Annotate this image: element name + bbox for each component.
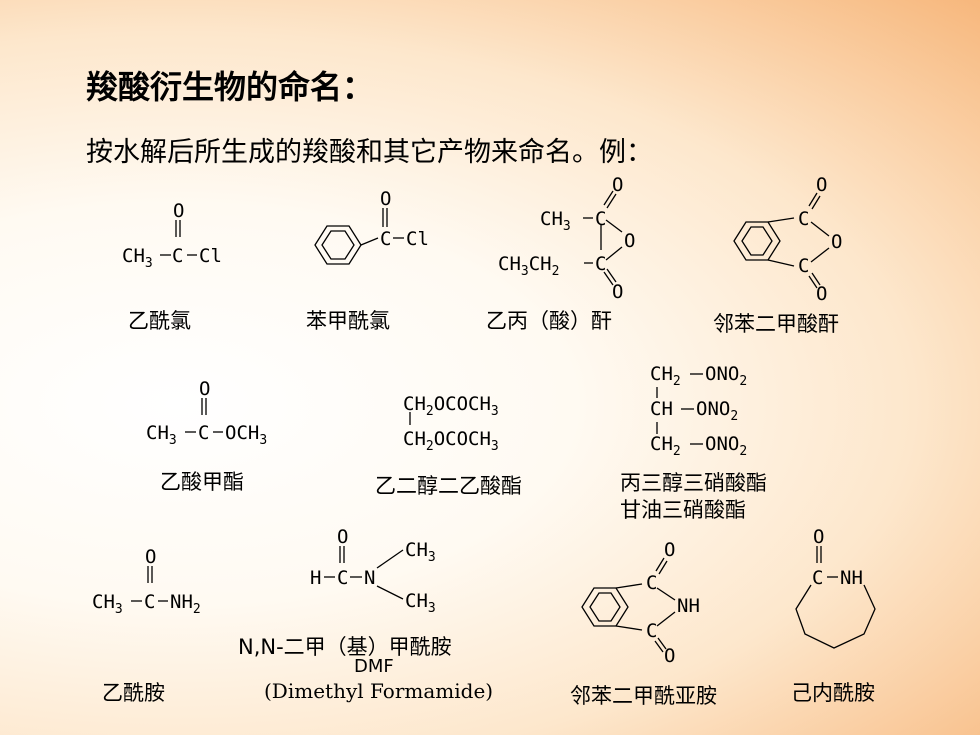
glycol-diacetate-bottom: CH2OCOCH3 bbox=[403, 428, 499, 454]
label-dmf-abbr: DMF bbox=[354, 656, 394, 677]
dmf-ch3-top: CH3 bbox=[405, 539, 436, 565]
anhydride-o-bridge: O bbox=[624, 230, 635, 252]
dmf-h: H bbox=[310, 567, 321, 589]
trinitrate-row-3: CH2 bbox=[650, 433, 681, 459]
phthalimide-o-top: O bbox=[664, 539, 675, 561]
trinitrate-row-2: CH bbox=[650, 398, 673, 420]
label-acetyl-chloride: 乙酰氯 bbox=[128, 309, 191, 333]
anhydride-c-top: C bbox=[595, 208, 606, 230]
caprolactam-c: C bbox=[812, 567, 823, 589]
dmf-o: O bbox=[337, 526, 348, 548]
label-nitroglycerin: 甘油三硝酸酯 bbox=[620, 498, 746, 522]
dmf-c: C bbox=[337, 567, 348, 589]
anhydride-ch3ch2: CH3CH2 bbox=[498, 253, 559, 279]
structure-bonds bbox=[131, 190, 876, 653]
anhydride-c-bottom: C bbox=[595, 253, 606, 275]
anhydride-ch3: CH3 bbox=[540, 208, 571, 234]
methyl-acetate-c: C bbox=[198, 422, 209, 444]
acetyl-chloride-ch3: CH3 bbox=[122, 245, 153, 271]
phthalic-anhydride-o-top: O bbox=[816, 174, 827, 196]
phthalic-anhydride-o-bottom: O bbox=[816, 283, 827, 305]
label-glycol-diacetate: 乙二醇二乙酸酯 bbox=[375, 474, 522, 498]
benzoyl-chloride-o: O bbox=[380, 188, 391, 210]
trinitrate-row-1: CH2 bbox=[650, 363, 681, 389]
label-caprolactam: 己内酰胺 bbox=[791, 681, 875, 705]
label-mixed-anhydride: 乙丙（酸）酐 bbox=[486, 309, 612, 333]
label-dmf-name: N,N-二甲（基）甲酰胺 bbox=[238, 635, 452, 659]
phthalic-anhydride-c-bottom: C bbox=[798, 255, 809, 277]
benzoyl-chloride-cl: Cl bbox=[406, 228, 429, 250]
acetyl-chloride-o: O bbox=[173, 200, 184, 222]
phthalimide-c-top: C bbox=[646, 572, 657, 594]
label-glycerol-trinitrate: 丙三醇三硝酸酯 bbox=[620, 471, 767, 495]
acetamide-o: O bbox=[145, 546, 156, 568]
acetamide-c: C bbox=[144, 591, 155, 613]
methyl-acetate-ch3: CH3 bbox=[146, 422, 177, 448]
acetyl-chloride-cl: Cl bbox=[199, 245, 222, 267]
trinitrate-ono2-1: ONO2 bbox=[705, 363, 747, 389]
acetamide-nh2: NH2 bbox=[170, 591, 201, 617]
phthalimide-c-bottom: C bbox=[646, 620, 657, 642]
acetamide-ch3: CH3 bbox=[92, 591, 123, 617]
anhydride-o-top: O bbox=[612, 174, 623, 196]
glycol-diacetate-top: CH2OCOCH3 bbox=[403, 393, 499, 419]
label-dmf-english: (Dimethyl Formamide) bbox=[264, 679, 494, 703]
label-phthalimide: 邻苯二甲酰亚胺 bbox=[570, 684, 717, 708]
methyl-acetate-o: O bbox=[199, 378, 210, 400]
dmf-n: N bbox=[364, 567, 375, 589]
dmf-ch3-bottom: CH3 bbox=[405, 590, 436, 616]
anhydride-o-bottom: O bbox=[612, 281, 623, 303]
caprolactam-nh: NH bbox=[840, 567, 863, 589]
slide-subtitle: 按水解后所生成的羧酸和其它产物来命名。例： bbox=[86, 137, 653, 168]
phthalic-anhydride-o-bridge: O bbox=[831, 231, 842, 253]
phthalimide-nh: NH bbox=[677, 595, 700, 617]
phthalic-anhydride-c-top: C bbox=[798, 208, 809, 230]
label-benzoyl-chloride: 苯甲酰氯 bbox=[306, 309, 390, 333]
benzoyl-chloride-c: C bbox=[380, 228, 391, 250]
label-phthalic-anhydride: 邻苯二甲酸酐 bbox=[713, 312, 839, 336]
acetyl-chloride-c: C bbox=[172, 245, 183, 267]
trinitrate-ono2-3: ONO2 bbox=[705, 433, 747, 459]
methyl-acetate-och3: OCH3 bbox=[225, 422, 267, 448]
label-acetamide: 乙酰胺 bbox=[102, 681, 165, 705]
slide-title: 羧酸衍生物的命名： bbox=[86, 68, 375, 106]
caprolactam-o: O bbox=[813, 526, 824, 548]
label-methyl-acetate: 乙酸甲酯 bbox=[160, 470, 244, 494]
phthalimide-o-bottom: O bbox=[664, 645, 675, 667]
trinitrate-ono2-2: ONO2 bbox=[696, 398, 738, 424]
